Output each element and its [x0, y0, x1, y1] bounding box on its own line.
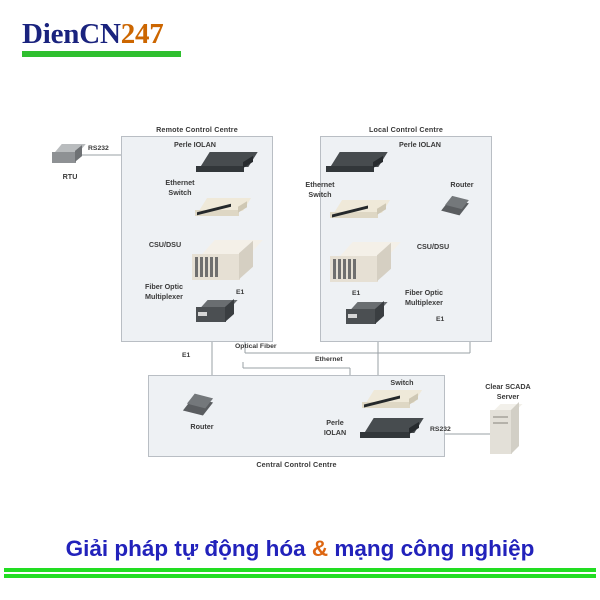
- device-remote-perle-iolan[interactable]: [196, 152, 258, 178]
- zone-central-title: Central Control Centre: [256, 460, 337, 469]
- remote-csudsu-vent-4: [210, 257, 213, 277]
- local-csudsu-vent-1: [333, 259, 336, 279]
- device-local-ethernet-switch[interactable]: [330, 200, 392, 224]
- label-clear-scada-server-line2: Server: [496, 392, 520, 401]
- device-rtu[interactable]: [52, 144, 86, 170]
- local-mux-port: [348, 314, 357, 318]
- label-clear-scada-server-line1: Clear SCADA: [485, 382, 531, 391]
- local-csudsu-vent-2: [338, 259, 341, 279]
- device-remote-csu-dsu[interactable]: [192, 240, 264, 288]
- device-central-perle-iolan[interactable]: [360, 418, 424, 444]
- remote-mux-front-face: [196, 307, 226, 322]
- device-remote-ethernet-switch[interactable]: [195, 198, 253, 222]
- scada-server-side-face: [511, 402, 519, 454]
- label-ethernet-bus: Ethernet: [315, 356, 343, 363]
- local-mux-front-face: [346, 309, 376, 324]
- remote-csudsu-top-face: [201, 240, 263, 255]
- footer-rule-bottom: [4, 574, 596, 578]
- local-csudsu-top-face: [339, 242, 401, 257]
- label-remote-csu-dsu: CSU/DSU: [148, 240, 182, 249]
- label-remote-mux-line2: Multiplexer: [145, 292, 183, 301]
- brand-header: DienCN247: [22, 18, 222, 64]
- remote-mux-port: [198, 312, 207, 316]
- device-remote-fiber-optic-multiplexer[interactable]: [196, 298, 242, 328]
- brand-wordmark: DienCN247: [22, 18, 222, 50]
- footer-rule-top: [4, 568, 596, 572]
- scada-server-panel-line: [493, 422, 508, 424]
- remote-csudsu-vent-2: [200, 257, 203, 277]
- scada-server-front-face: [490, 410, 512, 454]
- label-rs232-central: RS232: [430, 426, 451, 433]
- label-local-perle-iolan: Perle IOLAN: [399, 140, 441, 149]
- scada-server-drive-bay: [493, 416, 508, 418]
- label-remote-ethernet-switch-line2: Switch: [168, 188, 192, 197]
- rtu-front-face: [52, 152, 76, 163]
- label-e1-local-router: E1: [436, 316, 445, 323]
- label-central-switch: Switch: [390, 378, 414, 387]
- label-remote-mux-line1: Fiber Optic: [145, 282, 183, 291]
- zone-remote-title: Remote Control Centre: [156, 125, 238, 134]
- remote-switch-front-face: [195, 210, 239, 216]
- local-csudsu-vent-3: [343, 259, 346, 279]
- local-switch-front-face: [330, 212, 378, 218]
- device-local-csu-dsu[interactable]: [330, 242, 402, 290]
- device-central-switch[interactable]: [362, 390, 424, 414]
- brand-accent-text: 247: [120, 18, 164, 50]
- label-local-ethernet-switch-line1: Ethernet: [305, 180, 335, 189]
- footer-text-before: Giải pháp tự động hóa: [65, 536, 312, 561]
- label-local-mux-line1: Fiber Optic: [405, 288, 443, 297]
- label-remote-ethernet-switch-line1: Ethernet: [165, 178, 195, 187]
- label-central-router: Router: [190, 422, 214, 431]
- label-e1-remote-mux: E1: [182, 352, 191, 359]
- central-iolan-front-face: [360, 432, 410, 438]
- central-switch-front-face: [362, 402, 410, 408]
- label-rtu: RTU: [62, 172, 78, 181]
- zone-local-title: Local Control Centre: [368, 125, 444, 134]
- label-e1-local-csu: E1: [352, 290, 361, 297]
- label-optical-fiber: Optical Fiber: [235, 343, 277, 350]
- remote-csudsu-vent-5: [215, 257, 218, 277]
- zone-central-control-centre: [148, 375, 445, 457]
- footer-banner: Giải pháp tự động hóa & mạng công nghiệp: [0, 534, 600, 586]
- network-diagram: Remote Control Centre RTU RS232 Perle IO…: [0, 100, 600, 490]
- device-local-router[interactable]: [441, 195, 472, 220]
- label-e1-remote-csu: E1: [236, 289, 245, 296]
- device-local-perle-iolan[interactable]: [326, 152, 388, 178]
- device-central-router[interactable]: [182, 393, 216, 420]
- label-central-perle-iolan-line2: IOLAN: [323, 428, 347, 437]
- footer-ampersand: &: [311, 536, 329, 561]
- brand-underline-bar: [22, 51, 181, 57]
- device-local-fiber-optic-multiplexer[interactable]: [346, 300, 392, 330]
- remote-csudsu-vent-1: [195, 257, 198, 277]
- label-remote-perle-iolan: Perle IOLAN: [174, 140, 216, 149]
- brand-primary-text: DienCN: [22, 18, 121, 50]
- local-iolan-front-face: [326, 166, 374, 172]
- label-central-perle-iolan-line1: Perle: [326, 418, 344, 427]
- device-clear-scada-server[interactable]: [490, 402, 528, 460]
- footer-tagline: Giải pháp tự động hóa & mạng công nghiệp: [0, 534, 600, 564]
- label-local-csu-dsu: CSU/DSU: [416, 242, 450, 251]
- local-csudsu-vent-4: [348, 259, 351, 279]
- footer-text-after: mạng công nghiệp: [328, 536, 535, 561]
- local-csudsu-vent-5: [353, 259, 356, 279]
- label-local-mux-line2: Multiplexer: [405, 298, 443, 307]
- remote-iolan-front-face: [196, 166, 244, 172]
- label-local-ethernet-switch-line2: Switch: [308, 190, 332, 199]
- label-rs232-rtu: RS232: [88, 145, 109, 152]
- remote-csudsu-vent-3: [205, 257, 208, 277]
- label-local-router: Router: [450, 180, 474, 189]
